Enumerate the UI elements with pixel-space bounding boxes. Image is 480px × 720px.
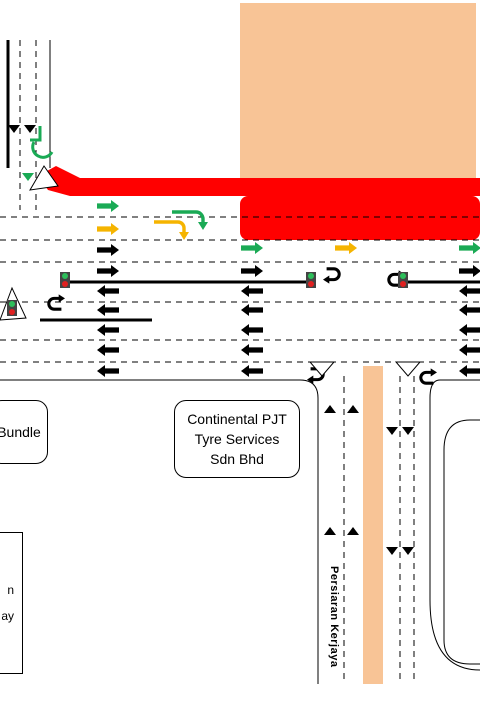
continental-line-3: Sdn Bhd <box>210 451 264 467</box>
red-barrier <box>38 166 480 240</box>
westbound-arrows <box>97 285 480 377</box>
main-road-lanes <box>0 216 480 381</box>
yield-triangle-icon <box>29 165 422 377</box>
continental-label: Continental PJT Tyre Services Sdn Bhd <box>174 400 300 478</box>
green-u-turn-icon <box>172 210 205 224</box>
median-strip <box>363 366 383 684</box>
north-road-lines <box>6 40 51 210</box>
traffic-signal-icon <box>0 286 27 321</box>
northbound-arrows <box>324 405 359 548</box>
bundle-label: Bundle <box>0 400 48 464</box>
building-block <box>240 3 476 186</box>
left-box-line-1: n <box>7 583 14 597</box>
left-building-box: n ay <box>0 532 23 674</box>
south-road-lines <box>299 376 480 684</box>
traffic-signal-icon <box>398 272 408 288</box>
corner-island <box>443 419 480 665</box>
continental-line-2: Tyre Services <box>194 431 280 447</box>
left-box-line-2: ay <box>1 609 14 623</box>
yellow-right-turn-icon <box>154 220 186 234</box>
continental-line-1: Continental PJT <box>187 411 287 427</box>
traffic-signal-icon <box>306 272 316 288</box>
road-name-label: Persiaran Kerjaya <box>328 566 340 668</box>
north-road-arrows <box>8 112 54 181</box>
green-left-turn-icon <box>30 126 54 159</box>
bundle-text: Bundle <box>0 424 41 440</box>
traffic-signal-icon <box>60 272 70 288</box>
